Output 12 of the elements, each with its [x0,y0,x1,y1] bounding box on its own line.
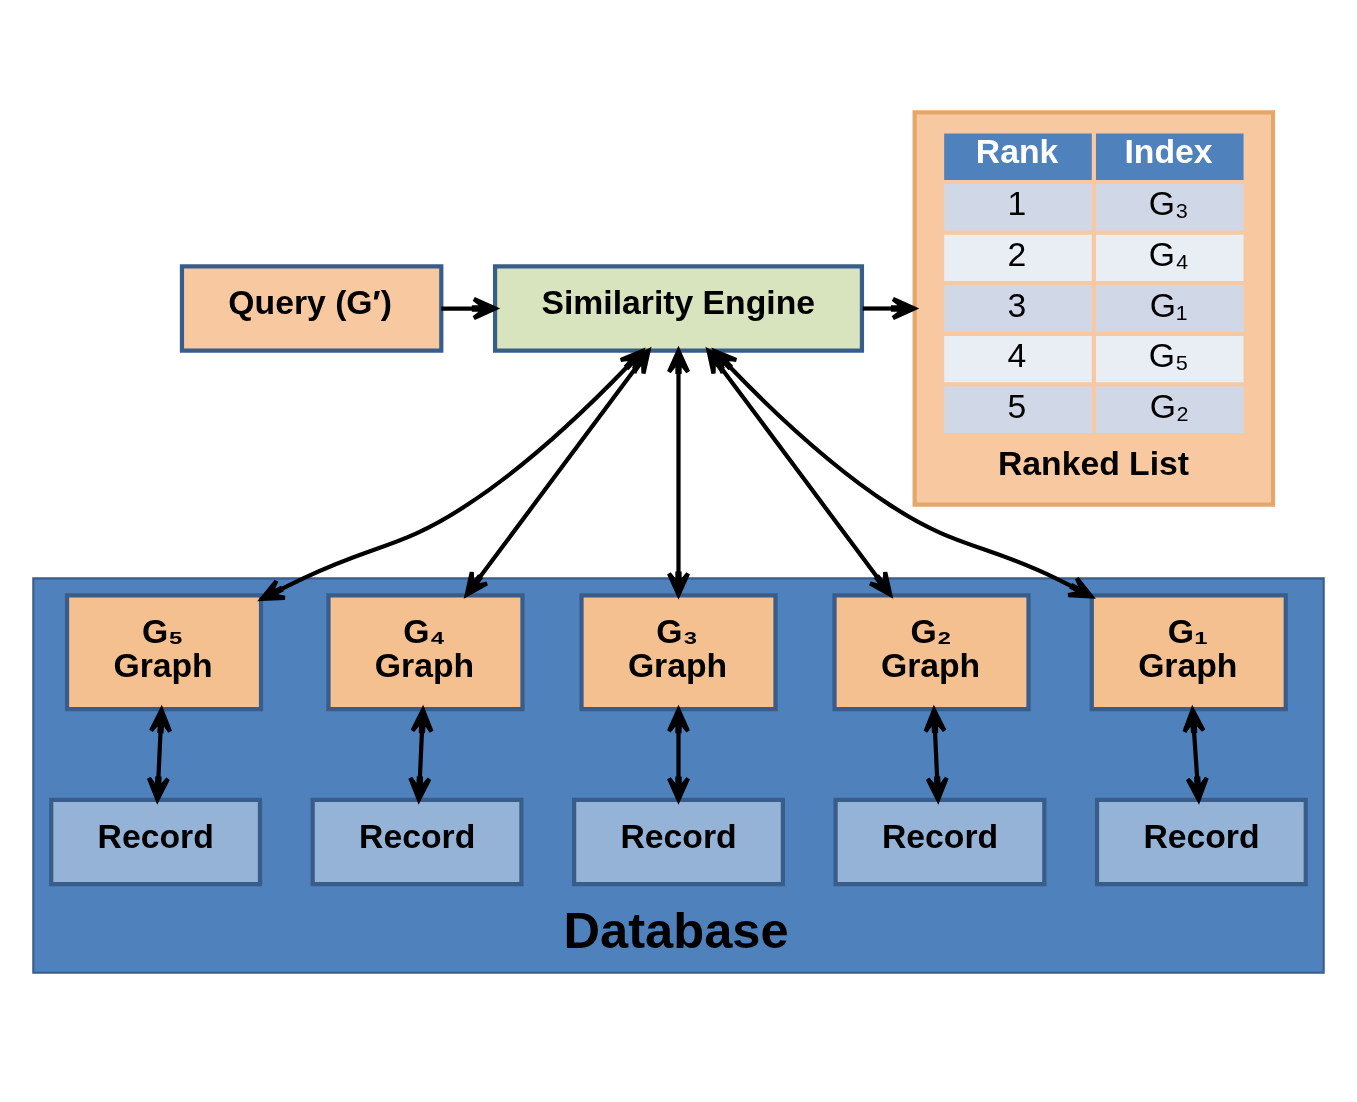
label: G₁ [1149,285,1188,324]
label: G₅ [1148,336,1189,375]
label: Index [1124,131,1213,170]
label: 1 [1007,184,1027,223]
label: 3 [1007,285,1027,324]
label: 2 [1007,234,1027,273]
label: Rank [975,131,1059,170]
label: 4 [1007,336,1027,375]
label: G₃ [1148,184,1189,223]
label: G₄ [1148,234,1189,273]
label: G₂ [1149,386,1190,425]
label: 5 [1007,386,1027,425]
